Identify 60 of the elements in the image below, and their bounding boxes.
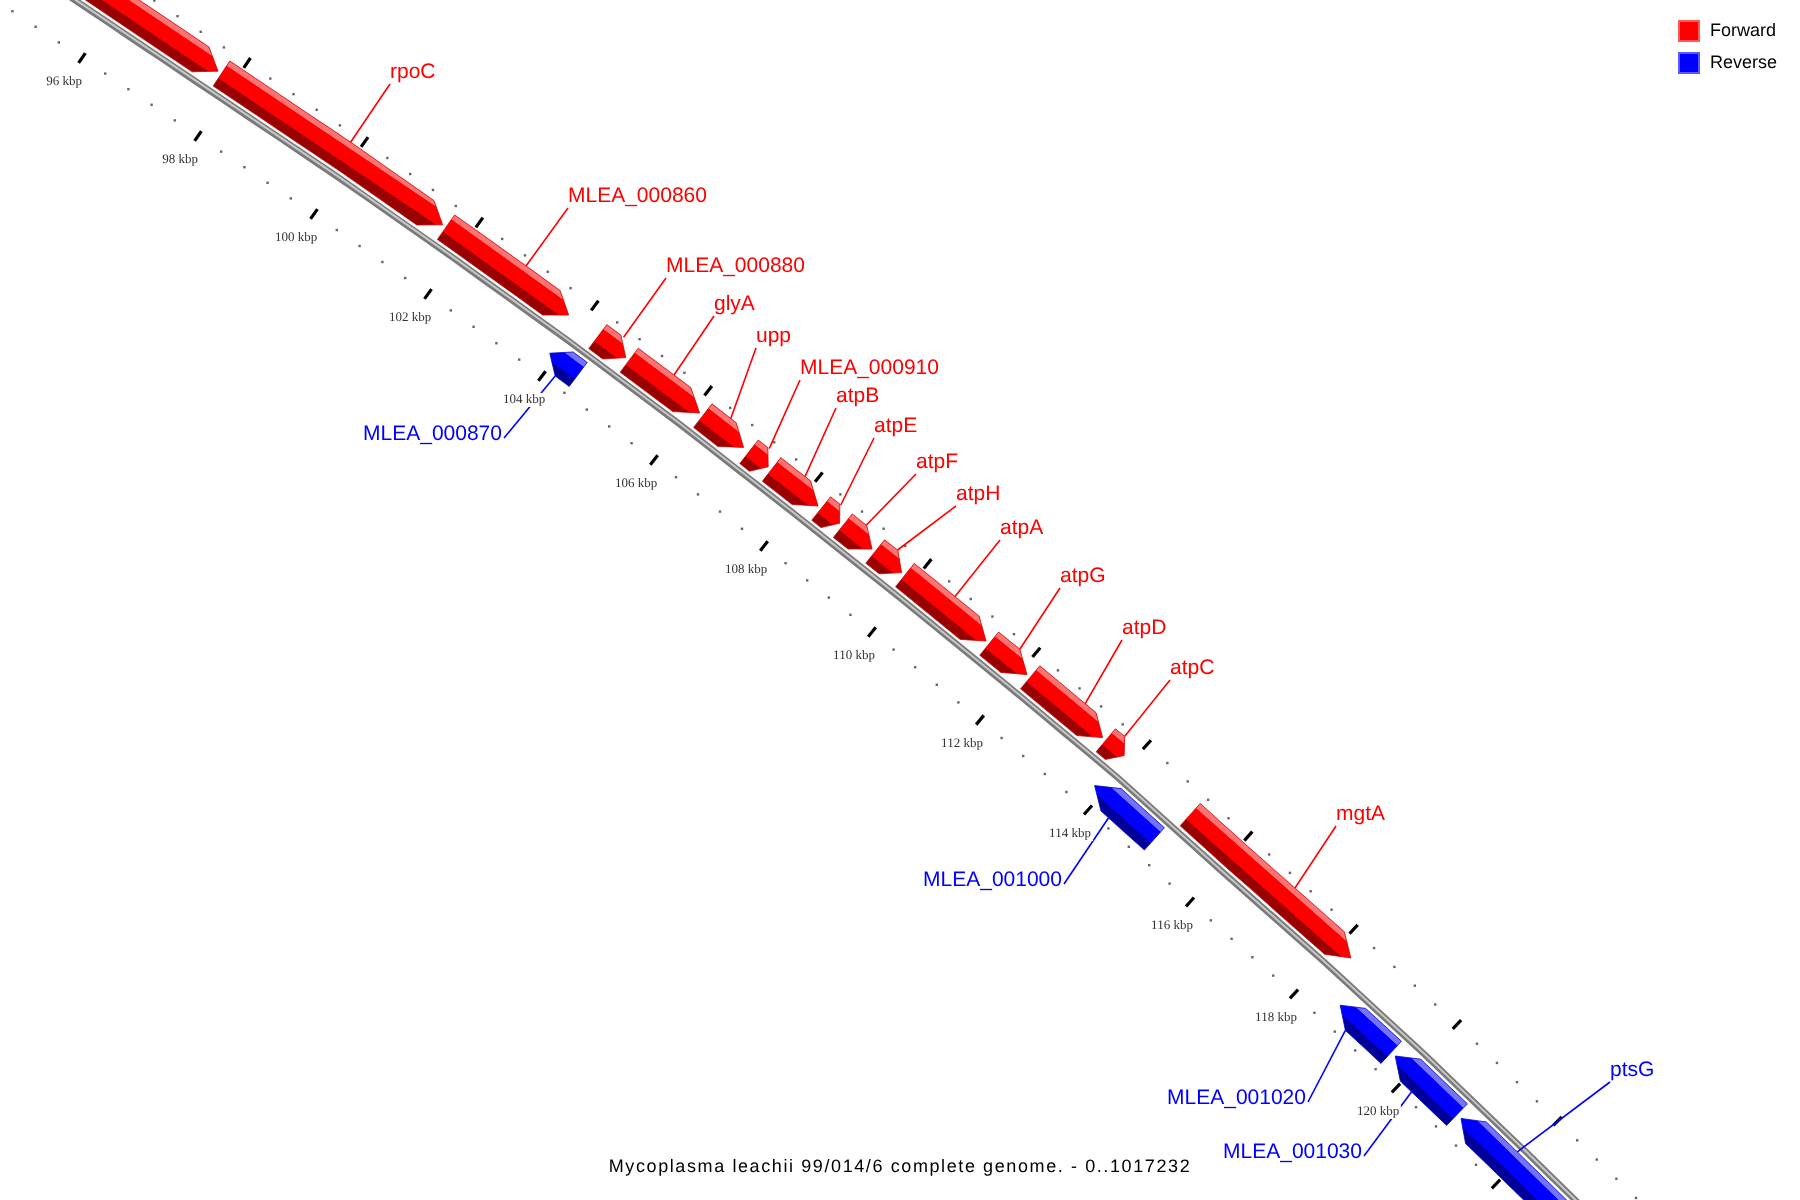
gene-label: atpD: [1122, 616, 1167, 640]
leader-line: [525, 207, 569, 267]
gene-label: atpE: [874, 414, 918, 438]
gene-block: [833, 513, 873, 550]
gene-block: [549, 351, 588, 387]
gene-block: [1095, 728, 1125, 760]
leader-line: [1307, 1029, 1347, 1103]
gene-block: [1094, 785, 1165, 851]
leader-line: [1019, 587, 1061, 650]
leader-line: [730, 347, 757, 420]
leader-line: [673, 315, 715, 376]
leader-line: [1063, 817, 1110, 885]
leader-line: [1516, 1081, 1611, 1153]
gene-block: [693, 403, 744, 448]
gene-label: MLEA_000860: [568, 184, 707, 208]
gene-block: [895, 563, 987, 642]
leader-line: [1294, 825, 1337, 889]
gene-label: mgtA: [1336, 802, 1386, 826]
gene-label: MLEA_000910: [800, 356, 939, 380]
gene-block: [811, 496, 841, 528]
gene-label: atpC: [1170, 656, 1215, 680]
gene-label: atpA: [1000, 516, 1044, 540]
gene-block: [762, 457, 819, 507]
gene-block: [619, 347, 700, 414]
gene-label: atpF: [916, 450, 959, 474]
gene-label: atpB: [836, 384, 880, 408]
leader-line: [622, 277, 667, 338]
leader-line: [840, 437, 875, 506]
gene-block: [739, 439, 769, 472]
gene-label: atpG: [1060, 564, 1106, 588]
legend-label: Reverse: [1710, 52, 1778, 74]
gene-block: [979, 631, 1028, 675]
leader-line: [503, 375, 556, 439]
gene-label: MLEA_001020: [1167, 1086, 1306, 1110]
caption: Mycoplasma leachii 99/014/6 complete genome. - 0..1017232: [606, 1156, 1194, 1176]
gene-label: MLEA_000870: [363, 422, 502, 446]
leader-line: [768, 379, 801, 450]
leader-line: [954, 539, 1001, 598]
gene-label: glyA: [714, 292, 755, 316]
gene-block: [865, 539, 902, 575]
leader-line: [865, 473, 917, 526]
leader-line: [1123, 679, 1171, 738]
leader-line: [896, 505, 957, 551]
gene-label: MLEA_000880: [666, 254, 805, 278]
gene-block: [212, 60, 443, 226]
gene-label: upp: [756, 324, 792, 348]
leader-line: [1363, 1091, 1413, 1157]
leader-line: [804, 407, 837, 478]
gene-label: ptsG: [1610, 1058, 1655, 1082]
gene-block: [1339, 1004, 1402, 1064]
gene-label: MLEA_001030: [1223, 1140, 1362, 1164]
gene-label: MLEA_001000: [923, 868, 1062, 892]
gene-block: [1020, 665, 1103, 738]
gene-label: rpoC: [390, 60, 436, 84]
leader-line: [349, 83, 391, 143]
legend-label: Forward: [1710, 20, 1777, 42]
gene-block: [588, 324, 627, 360]
leader-line: [1084, 639, 1123, 705]
gene-block: [437, 214, 569, 316]
gene-label: atpH: [956, 482, 1001, 506]
